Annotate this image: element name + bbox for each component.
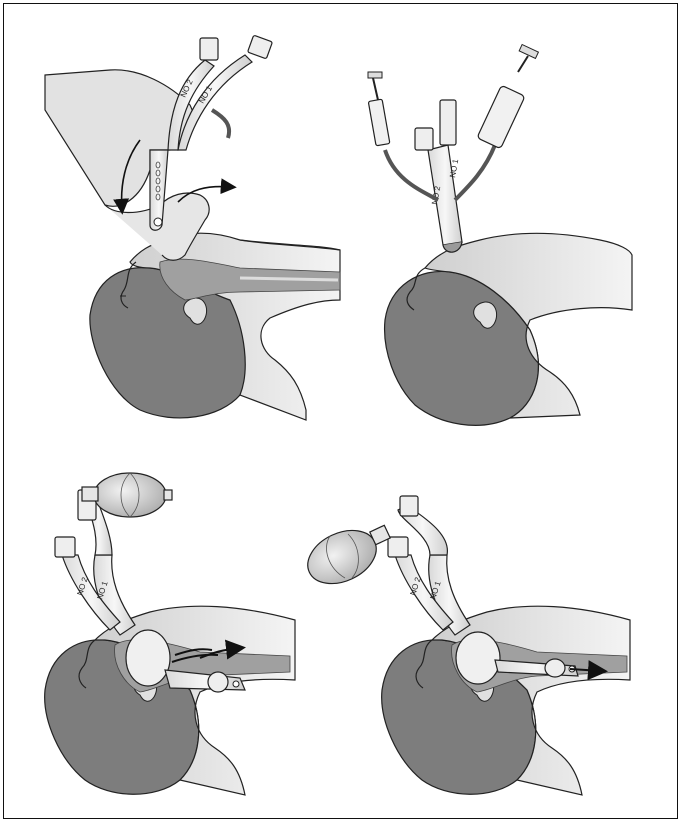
syringe-icon xyxy=(368,72,390,146)
panel-ventilation-trachea: NO 2 NO 1 xyxy=(299,496,630,795)
pharyngeal-cuff xyxy=(126,630,170,686)
pharyngeal-cuff xyxy=(456,632,500,684)
bag-icon xyxy=(299,520,390,594)
panel-insertion: NO 2 NO 1 xyxy=(45,35,340,420)
tube-label-no1: NO 1 xyxy=(448,158,460,178)
syringe-icon xyxy=(477,44,538,148)
panel-ventilation-pharynx: NO 2 NO 1 xyxy=(45,473,295,795)
panel-cuff-inflation: NO 2 NO 1 xyxy=(368,44,632,425)
